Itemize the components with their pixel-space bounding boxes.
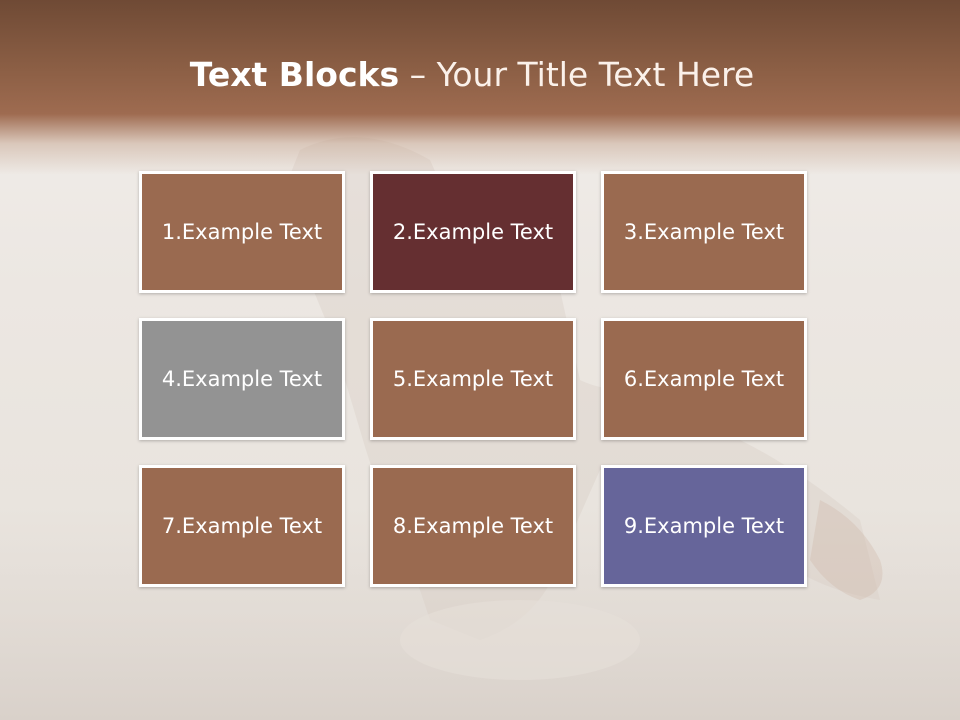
text-block-label: 2.Example Text [392, 220, 554, 244]
title-bold-text: Text Blocks [189, 55, 400, 94]
title-dash: – [399, 55, 437, 94]
text-block-7[interactable]: 7.Example Text [139, 465, 345, 587]
title-banner [0, 0, 960, 175]
text-block-label: 5.Example Text [392, 367, 554, 391]
text-block-3[interactable]: 3.Example Text [601, 171, 807, 293]
text-block-9[interactable]: 9.Example Text [601, 465, 807, 587]
text-block-1[interactable]: 1.Example Text [139, 171, 345, 293]
text-block-8[interactable]: 8.Example Text [370, 465, 576, 587]
text-block-label: 6.Example Text [623, 367, 785, 391]
text-block-4[interactable]: 4.Example Text [139, 318, 345, 440]
text-block-label: 7.Example Text [161, 514, 323, 538]
text-block-label: 4.Example Text [161, 367, 323, 391]
slide-title: Text Blocks – Your Title Text Here [0, 55, 944, 95]
text-block-5[interactable]: 5.Example Text [370, 318, 576, 440]
text-block-6[interactable]: 6.Example Text [601, 318, 807, 440]
text-block-label: 8.Example Text [392, 514, 554, 538]
text-block-label: 1.Example Text [161, 220, 323, 244]
text-block-2[interactable]: 2.Example Text [370, 171, 576, 293]
title-subtitle-text: Your Title Text Here [436, 55, 755, 94]
text-block-label: 3.Example Text [623, 220, 785, 244]
text-block-label: 9.Example Text [623, 514, 785, 538]
